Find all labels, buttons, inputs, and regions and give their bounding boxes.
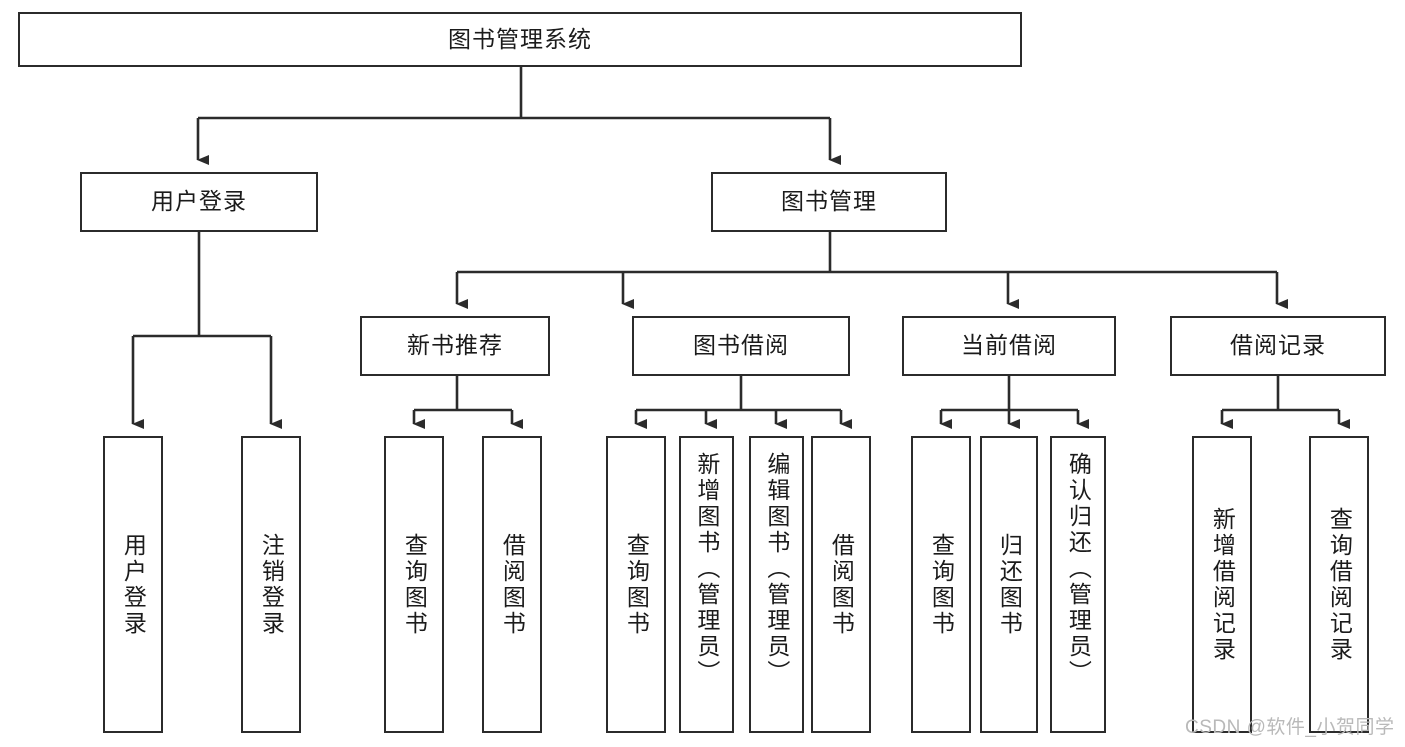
leaf-borrow-add-book-admin[interactable]: 新增图书（管理员） [679,436,734,733]
node-root-system[interactable]: 图书管理系统 [18,12,1022,67]
leaf-borrow-query-book[interactable]: 查询图书 [606,436,666,733]
leaf-record-add-record[interactable]: 新增借阅记录 [1192,436,1252,733]
watermark-text: CSDN @软件_小贺同学 [1185,717,1395,738]
leaf-record-query-record[interactable]: 查询借阅记录 [1309,436,1369,733]
leaf-user-login-login[interactable]: 用户登录 [103,436,163,733]
leaf-user-login-logout[interactable]: 注销登录 [241,436,301,733]
node-current-borrow[interactable]: 当前借阅 [902,316,1116,376]
leaf-recommend-query-book[interactable]: 查询图书 [384,436,444,733]
leaf-current-query-book[interactable]: 查询图书 [911,436,971,733]
node-user-login[interactable]: 用户登录 [80,172,318,232]
leaf-recommend-borrow-book[interactable]: 借阅图书 [482,436,542,733]
leaf-current-return-book[interactable]: 归还图书 [980,436,1038,733]
leaf-borrow-borrow-book[interactable]: 借阅图书 [811,436,871,733]
node-new-book-recommend[interactable]: 新书推荐 [360,316,550,376]
node-borrow-record[interactable]: 借阅记录 [1170,316,1386,376]
leaf-borrow-edit-book-admin[interactable]: 编辑图书（管理员） [749,436,804,733]
node-book-management[interactable]: 图书管理 [711,172,947,232]
leaf-current-confirm-return-admin[interactable]: 确认归还（管理员） [1050,436,1106,733]
node-book-borrow[interactable]: 图书借阅 [632,316,850,376]
